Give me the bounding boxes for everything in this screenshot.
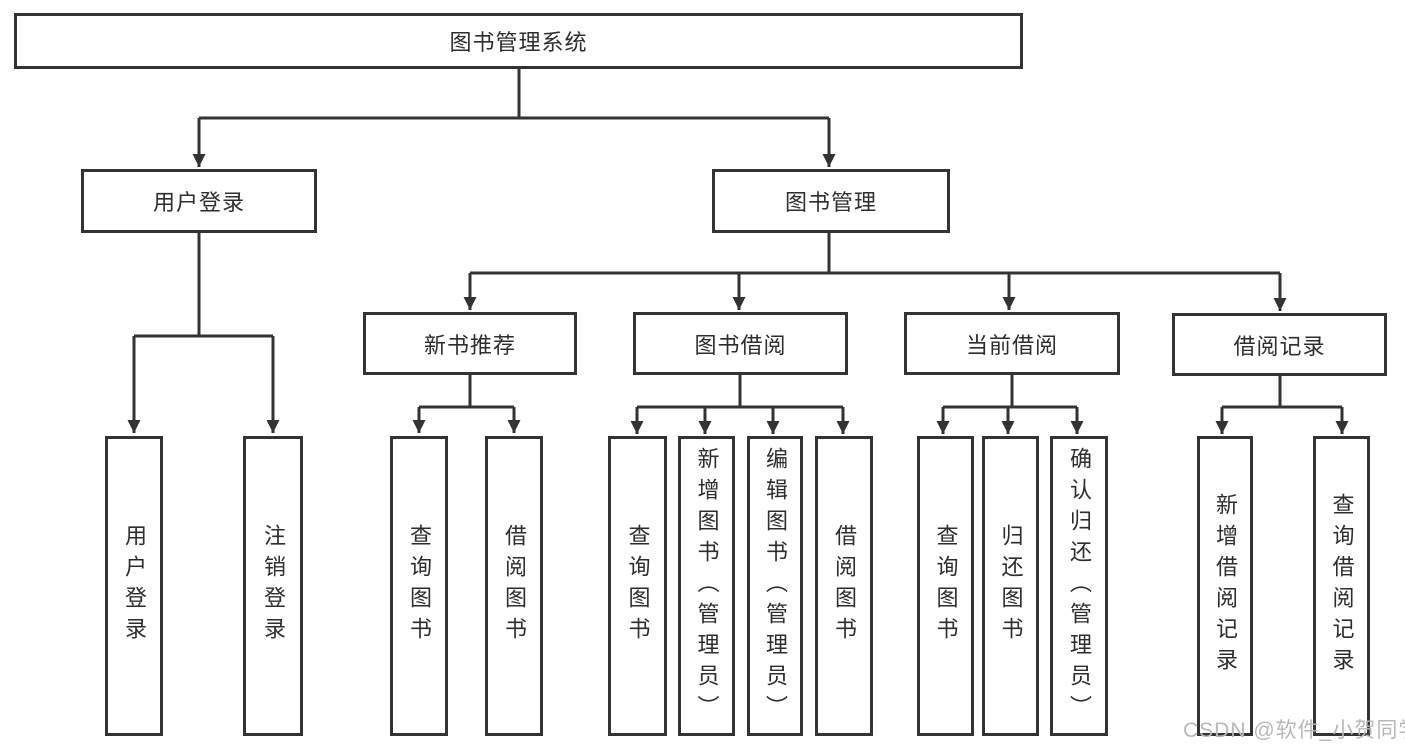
leaf-borrowing-edit-books-admin: 编辑图书（管理员） xyxy=(747,436,803,736)
leaf-borrowing-query-books: 查询图书 xyxy=(608,436,667,736)
leaf-logout: 注销登录 xyxy=(243,436,303,736)
node-label: 当前借阅 xyxy=(965,332,1058,358)
node-label: 图书管理 xyxy=(784,190,877,215)
node-book-management: 图书管理 xyxy=(712,169,950,233)
node-label: 图书管理系统 xyxy=(449,30,588,55)
node-library-management-system: 图书管理系统 xyxy=(14,13,1023,69)
leaf-borrowing-add-books-admin: 新增图书（管理员） xyxy=(678,436,735,736)
leaf-recommend-query-books: 查询图书 xyxy=(390,436,448,736)
leaf-current-confirm-return-admin: 确认归还（管理员） xyxy=(1050,436,1108,736)
leaf-label: 编辑图书（管理员） xyxy=(763,446,788,726)
leaf-current-query-books: 查询图书 xyxy=(917,436,974,736)
node-label: 借阅记录 xyxy=(1233,333,1326,359)
leaf-label: 确认归还（管理员） xyxy=(1067,446,1092,726)
leaf-user-login: 用户登录 xyxy=(105,436,163,736)
leaf-label: 查询图书 xyxy=(933,524,959,648)
leaf-label: 用户登录 xyxy=(122,524,147,648)
leaf-label: 借阅图书 xyxy=(502,524,527,648)
node-current-borrowing: 当前借阅 xyxy=(904,312,1120,375)
leaf-label: 新增借阅记录 xyxy=(1213,493,1238,679)
leaf-label: 归还图书 xyxy=(998,524,1024,648)
leaf-records-add-borrow-record: 新增借阅记录 xyxy=(1197,436,1253,736)
leaf-label: 借阅图书 xyxy=(832,524,857,648)
node-borrowing-records: 借阅记录 xyxy=(1172,313,1387,376)
leaf-current-return-books: 归还图书 xyxy=(982,436,1039,736)
leaf-records-query-borrow-record: 查询借阅记录 xyxy=(1313,436,1370,736)
node-label: 新书推荐 xyxy=(423,332,516,358)
leaf-label: 查询借阅记录 xyxy=(1329,493,1355,679)
node-new-book-recommendation: 新书推荐 xyxy=(363,312,577,375)
node-user-login: 用户登录 xyxy=(81,169,317,233)
node-book-borrowing: 图书借阅 xyxy=(633,312,848,375)
csdn-watermark: CSDN @软件_小贺同学 xyxy=(1183,719,1405,742)
leaf-label: 查询图书 xyxy=(625,524,651,648)
leaf-recommend-borrow-books: 借阅图书 xyxy=(485,436,543,736)
leaf-label: 查询图书 xyxy=(407,524,432,648)
leaf-borrowing-borrow-books: 借阅图书 xyxy=(815,436,873,736)
node-label: 用户登录 xyxy=(152,190,245,215)
node-label: 图书借阅 xyxy=(694,332,787,358)
leaf-label: 注销登录 xyxy=(261,524,286,648)
leaf-label: 新增图书（管理员） xyxy=(694,446,720,726)
